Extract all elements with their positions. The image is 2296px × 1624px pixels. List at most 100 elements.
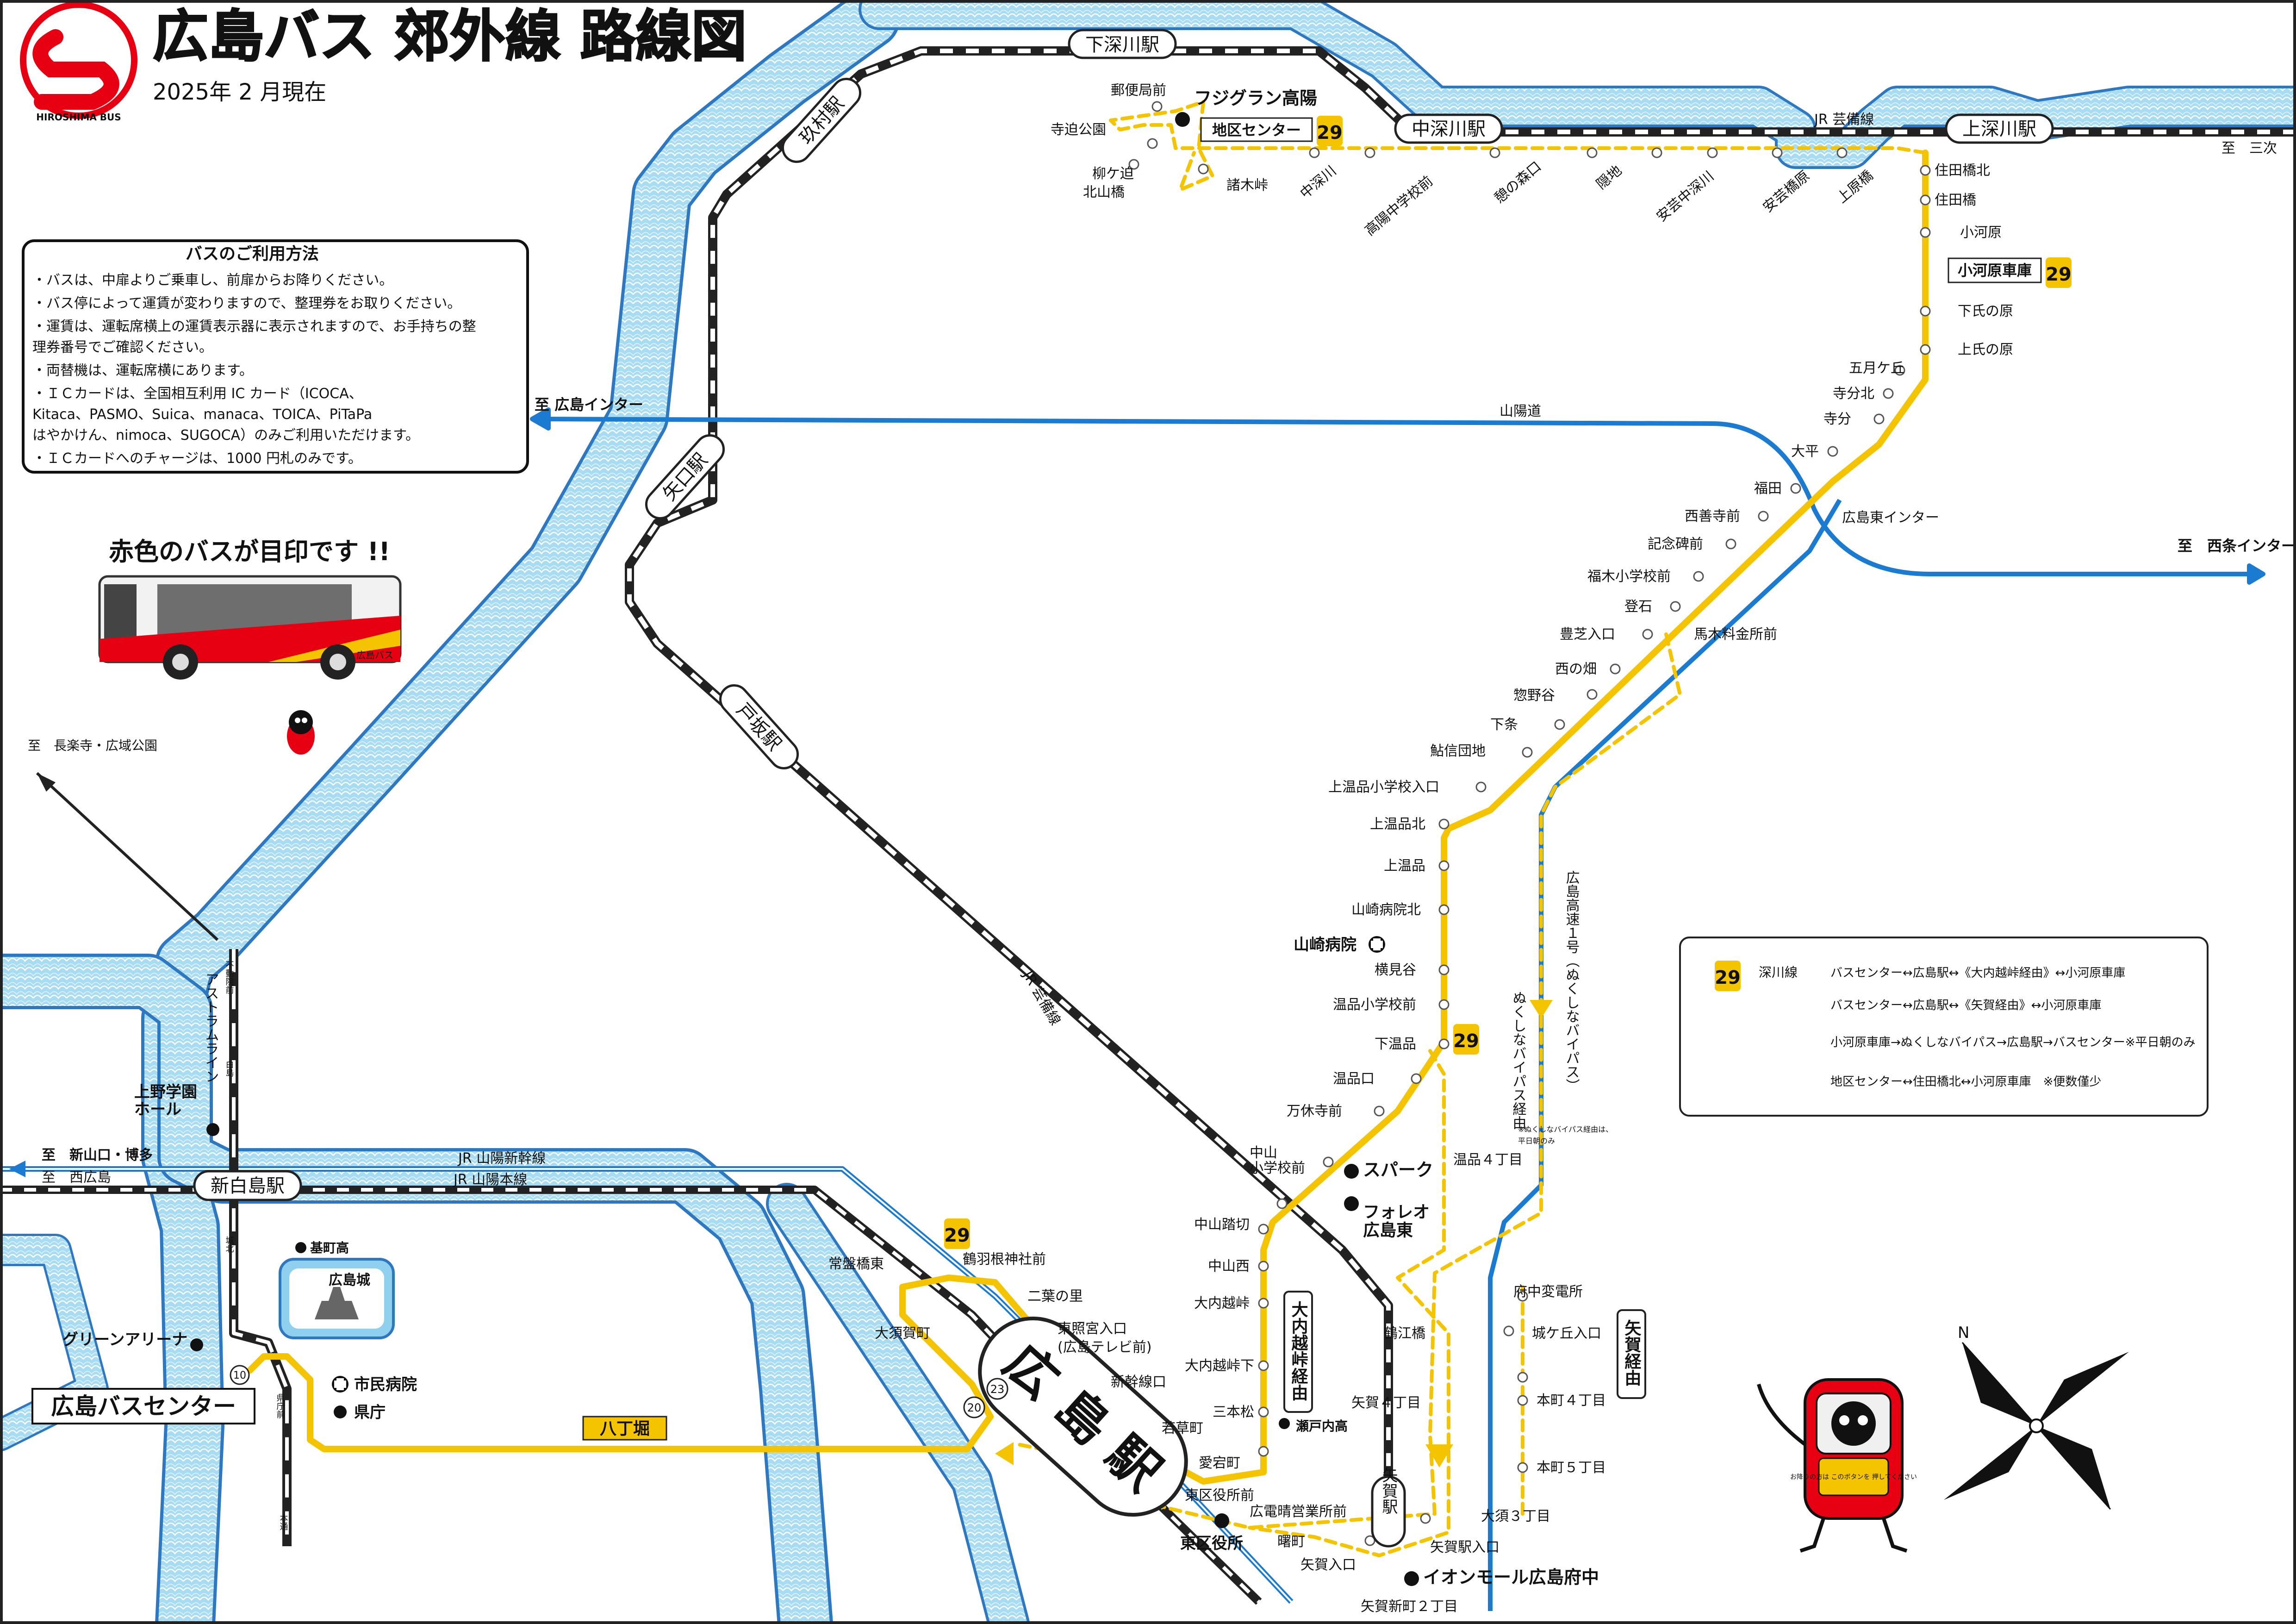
stop-label: 温品口: [1333, 1071, 1375, 1087]
info-box: バスのご利用方法 ・バスは、中扉よりご乗車し、前扉からお降りください。 ・バス停…: [22, 239, 529, 474]
stop-label: 記念碑前: [1648, 536, 1703, 552]
landmark-citizen-hospital: 市民病院: [354, 1375, 417, 1394]
sanyo-shinkansen-label: JR 山陽新幹線: [457, 1150, 546, 1167]
stop-label: 諸木峠: [1226, 177, 1268, 194]
landmark-dot: [295, 1242, 306, 1253]
station-nakafukawa: 中深川駅: [1394, 113, 1503, 144]
landmark-dot: [1344, 1196, 1359, 1211]
stop-label: 矢賀入口: [1300, 1557, 1356, 1573]
landmark-dot: [1279, 1418, 1290, 1429]
svg-text:下深川駅: 下深川駅: [1085, 34, 1159, 56]
stop-label: 憩の森口: [1492, 158, 1544, 206]
stop-label: 下条: [1490, 717, 1518, 733]
logo-text: HIROSHIMA BUS: [36, 112, 121, 123]
landmark-dot: [1175, 112, 1190, 127]
legend: 29 深川線 バスセンター↔広島駅↔《大内越峠経由》↔小河原車庫 バスセンター↔…: [1679, 937, 2209, 1117]
stop-label: 横見谷: [1375, 962, 1416, 978]
mascot: お降りの方は このボタンを 押してください: [1757, 1378, 1917, 1553]
castle-icon: 広島城: [279, 1258, 395, 1339]
svg-text:新白島駅: 新白島駅: [211, 1175, 285, 1197]
stop-label: 矢賀駅入口: [1430, 1539, 1500, 1555]
stop-label: 中山踏切: [1194, 1217, 1250, 1233]
landmark-dot: [1404, 1571, 1419, 1586]
landmark-higashikuyakusho: 東区役所: [1180, 1534, 1243, 1553]
stop-label: 上温品: [1384, 858, 1425, 874]
stop-label: 東照宮入口: [1058, 1321, 1127, 1337]
legend-line-name: 深川線: [1759, 965, 1798, 980]
stop-label: 東区役所前: [1185, 1487, 1254, 1504]
astram-station-label: 不動院前: [224, 961, 234, 994]
arrow-left: [995, 1442, 1014, 1465]
date-label: 2025年 2 月現在: [153, 79, 326, 105]
arrow-hiroshima-ic: [530, 407, 551, 431]
mascot-sign: お降りの方は このボタンを 押してください: [1790, 1474, 1917, 1481]
landmark-dot: [1214, 1513, 1229, 1528]
landmark-spark: スパーク: [1363, 1160, 1433, 1180]
stop-label: 柳ケ迫: [1092, 166, 1134, 182]
route-badge-29: 29: [2046, 257, 2072, 288]
stop-label: 城ケ丘入口: [1532, 1325, 1601, 1342]
stop-label: 万休寺前: [1287, 1103, 1342, 1119]
stop-label: 下氏の原: [1958, 303, 2013, 319]
via-labels: 大内越峠経由 矢賀経由: [1283, 1291, 1646, 1413]
stop-label: 矢賀４丁目: [1351, 1395, 1421, 1411]
stop-label: 安芸橋原: [1760, 168, 1813, 216]
stop-label: 大内越峠: [1194, 1295, 1250, 1312]
landmark-folio: フォレオ広島東: [1363, 1203, 1430, 1240]
sanyo-expressway-label: 山陽道: [1500, 403, 1541, 419]
arrow-down-1: [1530, 1000, 1553, 1018]
legend-route: 小河原車庫→ぬくしなバイパス→広島駅→バスセンター※平日朝のみ: [1830, 1036, 2196, 1049]
arrow-down-2: [1425, 1444, 1453, 1468]
stop-label: 寺分北: [1833, 386, 1874, 402]
sanyo-main-label: JR 山陽本線: [453, 1172, 527, 1188]
dir-sanji: 至 三次: [2221, 140, 2277, 156]
stop-label: 曙町: [1277, 1534, 1305, 1550]
stop-label: 西善寺前: [1685, 508, 1740, 525]
via-yaga: 矢賀経由: [1622, 1319, 1642, 1386]
station-yaga: 矢賀駅: [1371, 1467, 1406, 1548]
stop-label: 五月ケ丘: [1849, 360, 1904, 376]
arrow-shinyamaguchi: [9, 1161, 25, 1177]
stop-label: 上温品小学校入口: [1328, 779, 1439, 795]
landmark-green-arena: グリーンアリーナ: [62, 1330, 187, 1349]
stop-label: 大須賀町: [875, 1325, 930, 1342]
info-line: はやかけん、nimoca、SUGOCA）のみご利用いただけます。: [32, 427, 419, 443]
svg-text:20: 20: [967, 1401, 982, 1414]
svg-text:29: 29: [2046, 264, 2072, 285]
info-line: 理券番号でご確認ください。: [32, 339, 213, 356]
landmark-seto: 瀬戸内高: [1296, 1418, 1348, 1434]
svg-text:小河原車庫: 小河原車庫: [1958, 262, 2032, 279]
stop-label: 愛宕町: [1199, 1455, 1240, 1471]
svg-text:29: 29: [1453, 1031, 1479, 1052]
route-badge-29: 29: [944, 1218, 970, 1249]
svg-text:29: 29: [944, 1225, 970, 1246]
landmark-dot: [206, 1123, 219, 1136]
small-note-2: 平日朝のみ: [1518, 1137, 1555, 1145]
landmark-fujigran: フジグラン高陽: [1194, 88, 1317, 108]
compass-rose: N: [1944, 1324, 2129, 1510]
stop-label: 山崎病院北: [1351, 902, 1421, 918]
station-shimofukawa: 下深川駅: [1068, 29, 1177, 59]
logo: HIROSHIMA BUS: [20, 1, 137, 123]
stop-label: 広電晴営業所前: [1250, 1504, 1347, 1520]
stop-label: 下温品: [1375, 1036, 1416, 1052]
river-misasa: [0, 954, 833, 1624]
landmark-dot: [334, 1405, 347, 1418]
station-tosaka: 戸坂駅: [719, 684, 799, 769]
bus-side-text: 広島バス: [356, 650, 393, 661]
stop-label: 若草町: [1162, 1420, 1203, 1437]
stop-label: 二葉の里: [1027, 1288, 1083, 1305]
route-badge-29: 29: [1317, 116, 1343, 146]
stop-label: 西の畑: [1555, 661, 1597, 677]
info-line: ・運賃は、運転席横上の運賃表示器に表示されますので、お手持ちの整: [32, 319, 476, 335]
page-title: 広島バス 郊外線 路線図: [153, 5, 747, 69]
arrow-chorakuji: [36, 772, 219, 941]
stop-label: 惣野谷: [1513, 687, 1555, 704]
info-title: バスのご利用方法: [186, 244, 319, 263]
stop-kogawara-depot: 小河原車庫: [1948, 257, 2042, 283]
landmark-prefecture: 県庁: [354, 1403, 386, 1422]
stop-label: 高陽中学校前: [1362, 173, 1436, 239]
mascot-small: [287, 710, 315, 755]
station-kamifukawa: 上深川駅: [1945, 113, 2054, 144]
